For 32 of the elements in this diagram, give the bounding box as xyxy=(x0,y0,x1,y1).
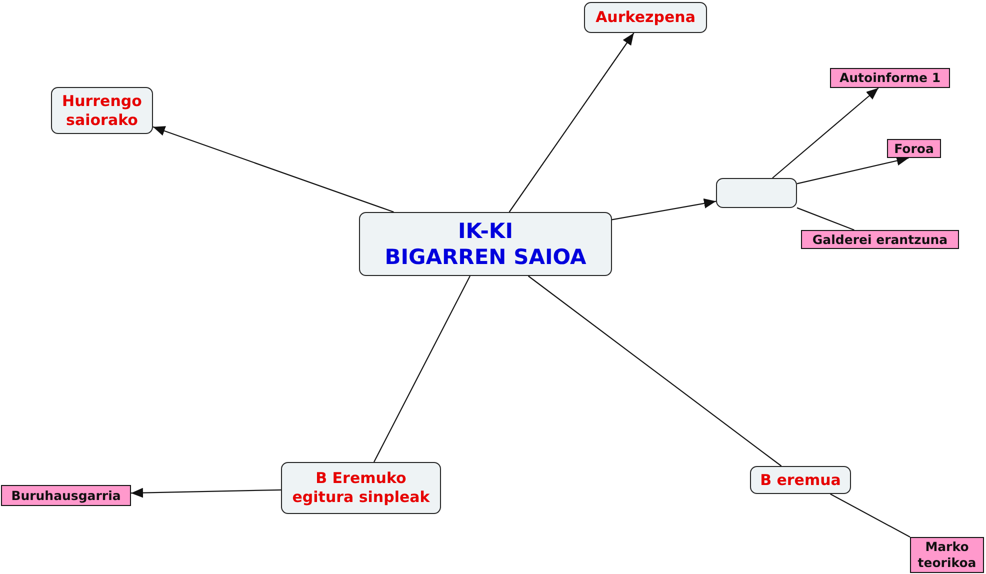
node-label: Hurrengo saiorako xyxy=(61,92,143,130)
connector-line xyxy=(830,494,910,538)
arrow xyxy=(772,88,879,178)
concept-box xyxy=(750,466,851,494)
connector-line xyxy=(374,276,470,462)
note-box xyxy=(801,230,959,249)
concept-box xyxy=(716,178,797,208)
node-label: Marko teorikoa xyxy=(916,539,978,571)
note-box xyxy=(1,485,131,506)
node-label: Autoinforme 1 xyxy=(839,70,941,86)
arrow xyxy=(130,488,282,498)
title-label: IK-KI xyxy=(458,218,514,244)
node-label: Aurkezpena xyxy=(596,8,696,27)
node-label: Foroa xyxy=(894,140,934,156)
main-topic-box xyxy=(359,212,612,276)
arrow xyxy=(796,156,909,184)
arrow xyxy=(508,32,634,212)
note-box xyxy=(887,139,941,158)
note-box xyxy=(910,537,984,573)
node-label: B eremua xyxy=(760,470,841,490)
concept-box xyxy=(281,462,441,514)
node-label: B Eremuko egitura sinpleak xyxy=(291,469,431,507)
arrow xyxy=(152,126,394,213)
concept-box xyxy=(584,2,707,33)
connector-line xyxy=(528,276,782,466)
title-label: BIGARREN SAIOA xyxy=(384,244,586,270)
concept-box xyxy=(51,87,153,134)
node-label: Buruhausgarria xyxy=(11,488,121,504)
note-box xyxy=(830,68,950,88)
connector-line xyxy=(796,207,854,231)
arrow xyxy=(612,198,716,220)
node-label: Galderei erantzuna xyxy=(812,232,948,248)
